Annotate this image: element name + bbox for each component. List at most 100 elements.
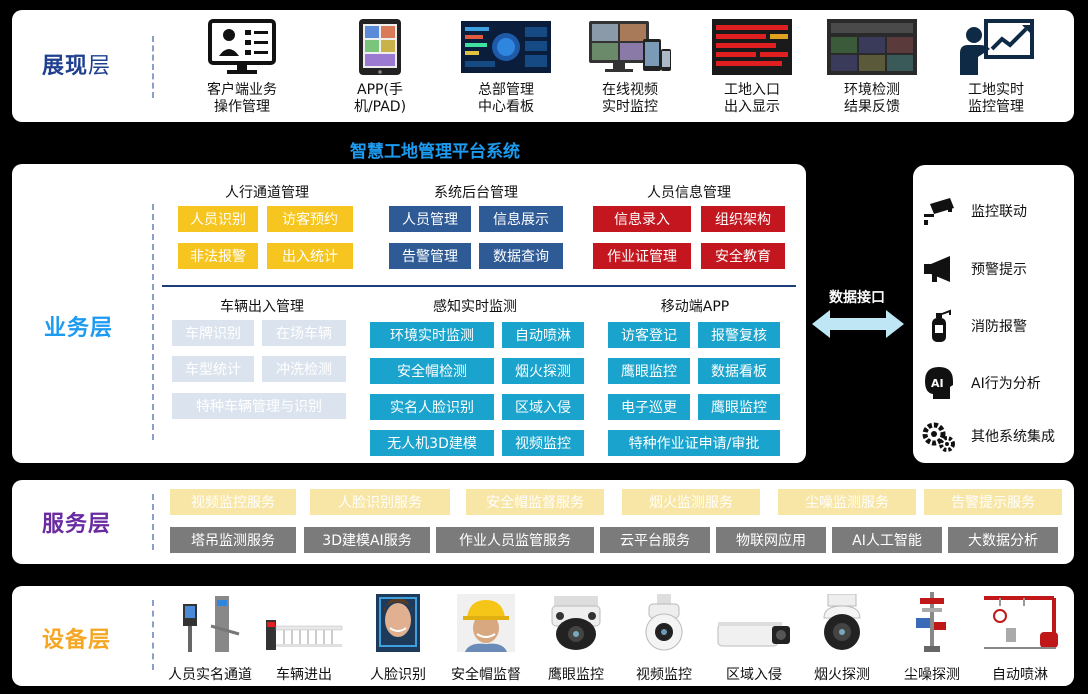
- tag-info-entry[interactable]: 信息录入: [593, 206, 691, 232]
- dome-camera-icon: [616, 590, 712, 652]
- service-crane[interactable]: 塔吊监测服务: [170, 527, 296, 553]
- sprinkler-icon: [972, 590, 1068, 652]
- group-title-personnel: 人员信息管理: [647, 185, 731, 201]
- tag-illegal-alarm[interactable]: 非法报警: [178, 243, 258, 269]
- tag-drone-3d[interactable]: 无人机3D建模: [370, 430, 494, 456]
- tag-vehicles-on-site[interactable]: 在场车辆: [262, 320, 346, 346]
- service-divider: [152, 494, 154, 550]
- group-title-sensing: 感知实时监测: [433, 299, 517, 315]
- turnstile-icon: [162, 590, 258, 652]
- tag-alarm-review[interactable]: 报警复核: [698, 322, 780, 348]
- presentation-item-label: 环境检测 结果反馈: [844, 82, 900, 115]
- group-title-mobile: 移动端APP: [660, 299, 730, 315]
- device-eagle-eye: 鹰眼监控: [528, 590, 624, 684]
- tag-alarm-management[interactable]: 告警管理: [389, 243, 471, 269]
- tag-env-monitoring[interactable]: 环境实时监测: [370, 322, 494, 348]
- face-scan-icon: [350, 590, 446, 652]
- tag-entry-stats[interactable]: 出入统计: [267, 243, 353, 269]
- tag-certificate-management[interactable]: 作业证管理: [593, 243, 691, 269]
- gears-icon: [921, 418, 957, 454]
- presentation-item-label: 工地实时 监控管理: [968, 82, 1024, 115]
- service-layer-panel: 服务层 视频监控服务 人脸识别服务 安全帽监督服务 烟火监测服务 尘噪监测服务 …: [12, 480, 1074, 564]
- group-title-vehicle: 车辆出入管理: [220, 299, 304, 315]
- service-alarm[interactable]: 告警提示服务: [924, 489, 1062, 515]
- business-divider: [152, 204, 154, 440]
- tag-wash-detection[interactable]: 冲洗检测: [262, 356, 346, 382]
- presentation-item-dashboard: 总部管理 中心看板: [456, 16, 556, 116]
- tag-face-recognition[interactable]: 实名人脸识别: [370, 394, 494, 420]
- presentation-item-env: 环境检测 结果反馈: [822, 16, 922, 116]
- tag-eagle-eye-1[interactable]: 鹰眼监控: [608, 358, 690, 384]
- tablet-icon: [334, 16, 426, 78]
- dust-sensor-icon: [884, 590, 980, 652]
- service-video[interactable]: 视频监控服务: [170, 489, 296, 515]
- service-face[interactable]: 人脸识别服务: [310, 489, 450, 515]
- presentation-item-led: 工地入口 出入显示: [702, 16, 802, 116]
- video-devices-icon: [584, 16, 676, 78]
- tag-smoke-fire-detection[interactable]: 烟火探测: [502, 358, 584, 384]
- presentation-item-video: 在线视频 实时监控: [580, 16, 680, 116]
- right-item-monitor-link[interactable]: 监控联动: [921, 193, 1027, 229]
- device-dome: 视频监控: [616, 590, 712, 684]
- tag-e-patrol[interactable]: 电子巡更: [608, 394, 690, 420]
- group-title-backend: 系统后台管理: [434, 185, 518, 201]
- device-face-scan: 人脸识别: [350, 590, 446, 684]
- service-dust-noise[interactable]: 尘噪监测服务: [778, 489, 916, 515]
- presenter-chart-icon: [950, 16, 1042, 78]
- tag-vehicle-type-stats[interactable]: 车型统计: [172, 356, 254, 382]
- presentation-item-label: 客户端业务 操作管理: [207, 82, 277, 115]
- right-item-label: 其他系统集成: [971, 429, 1055, 445]
- device-label: 安全帽监督: [451, 667, 521, 683]
- group-title-pedestrian: 人行通道管理: [225, 185, 309, 201]
- presentation-item-label: 在线视频 实时监控: [602, 82, 658, 115]
- tag-video-surveillance[interactable]: 视频监控: [502, 430, 584, 456]
- device-label: 区域入侵: [726, 667, 782, 683]
- right-item-warning[interactable]: 预警提示: [921, 251, 1027, 287]
- tag-area-intrusion[interactable]: 区域入侵: [502, 394, 584, 420]
- right-item-integration[interactable]: 其他系统集成: [921, 418, 1055, 454]
- tag-personnel-management[interactable]: 人员管理: [389, 206, 471, 232]
- presentation-divider: [152, 36, 154, 98]
- service-iot[interactable]: 物联网应用: [716, 527, 826, 553]
- tag-info-display[interactable]: 信息展示: [479, 206, 563, 232]
- tag-visitor-booking[interactable]: 访客预约: [267, 206, 353, 232]
- service-smoke[interactable]: 烟火监测服务: [622, 489, 760, 515]
- device-label: 烟火探测: [814, 667, 870, 683]
- device-helmet: 安全帽监督: [438, 590, 534, 684]
- device-barrier-gate: 车辆进出: [256, 590, 352, 684]
- tag-org-structure[interactable]: 组织架构: [701, 206, 785, 232]
- service-cloud[interactable]: 云平台服务: [600, 527, 710, 553]
- right-item-label: 消防报警: [971, 319, 1027, 335]
- tag-data-board[interactable]: 数据看板: [698, 358, 780, 384]
- tag-person-recognition[interactable]: 人员识别: [178, 206, 258, 232]
- service-worker-supervision[interactable]: 作业人员监管服务: [436, 527, 594, 553]
- tag-visitor-register[interactable]: 访客登记: [608, 322, 690, 348]
- double-arrow-icon: [810, 307, 906, 345]
- tag-safety-education[interactable]: 安全教育: [701, 243, 785, 269]
- tag-helmet-detection[interactable]: 安全帽检测: [370, 358, 494, 384]
- device-layer-label: 设备层: [42, 628, 112, 653]
- speed-dome-icon: [794, 590, 890, 652]
- tag-eagle-eye-2[interactable]: 鹰眼监控: [698, 394, 780, 420]
- tag-special-vehicle[interactable]: 特种车辆管理与识别: [172, 393, 346, 419]
- service-big-data[interactable]: 大数据分析: [948, 527, 1058, 553]
- device-dust-sensor: 尘噪探测: [884, 590, 980, 684]
- presentation-item-client: 客户端业务 操作管理: [192, 16, 292, 116]
- tag-auto-sprinkler[interactable]: 自动喷淋: [502, 322, 584, 348]
- business-layer-panel: 业务层 人行通道管理 人员识别 访客预约 非法报警 出入统计 系统后台管理 人员…: [12, 164, 806, 463]
- service-ai[interactable]: AI人工智能: [832, 527, 942, 553]
- device-label: 人脸识别: [370, 667, 426, 683]
- tag-special-cert-approval[interactable]: 特种作业证申请/审批: [608, 430, 780, 456]
- device-bullet: 区域入侵: [706, 590, 802, 684]
- dashboard-screen-icon: [460, 16, 552, 78]
- device-label: 车辆进出: [276, 667, 332, 683]
- tag-data-query[interactable]: 数据查询: [479, 243, 563, 269]
- svg-text:AI: AI: [931, 377, 944, 390]
- right-item-ai[interactable]: AI AI行为分析: [921, 365, 1041, 401]
- right-item-fire-alarm[interactable]: 消防报警: [921, 308, 1027, 344]
- service-3d-ai[interactable]: 3D建模AI服务: [304, 527, 430, 553]
- tag-plate-recognition[interactable]: 车牌识别: [172, 320, 254, 346]
- service-helmet[interactable]: 安全帽监督服务: [466, 489, 604, 515]
- cctv-camera-icon: [921, 193, 957, 229]
- platform-title: 智慧工地管理平台系统: [350, 142, 520, 162]
